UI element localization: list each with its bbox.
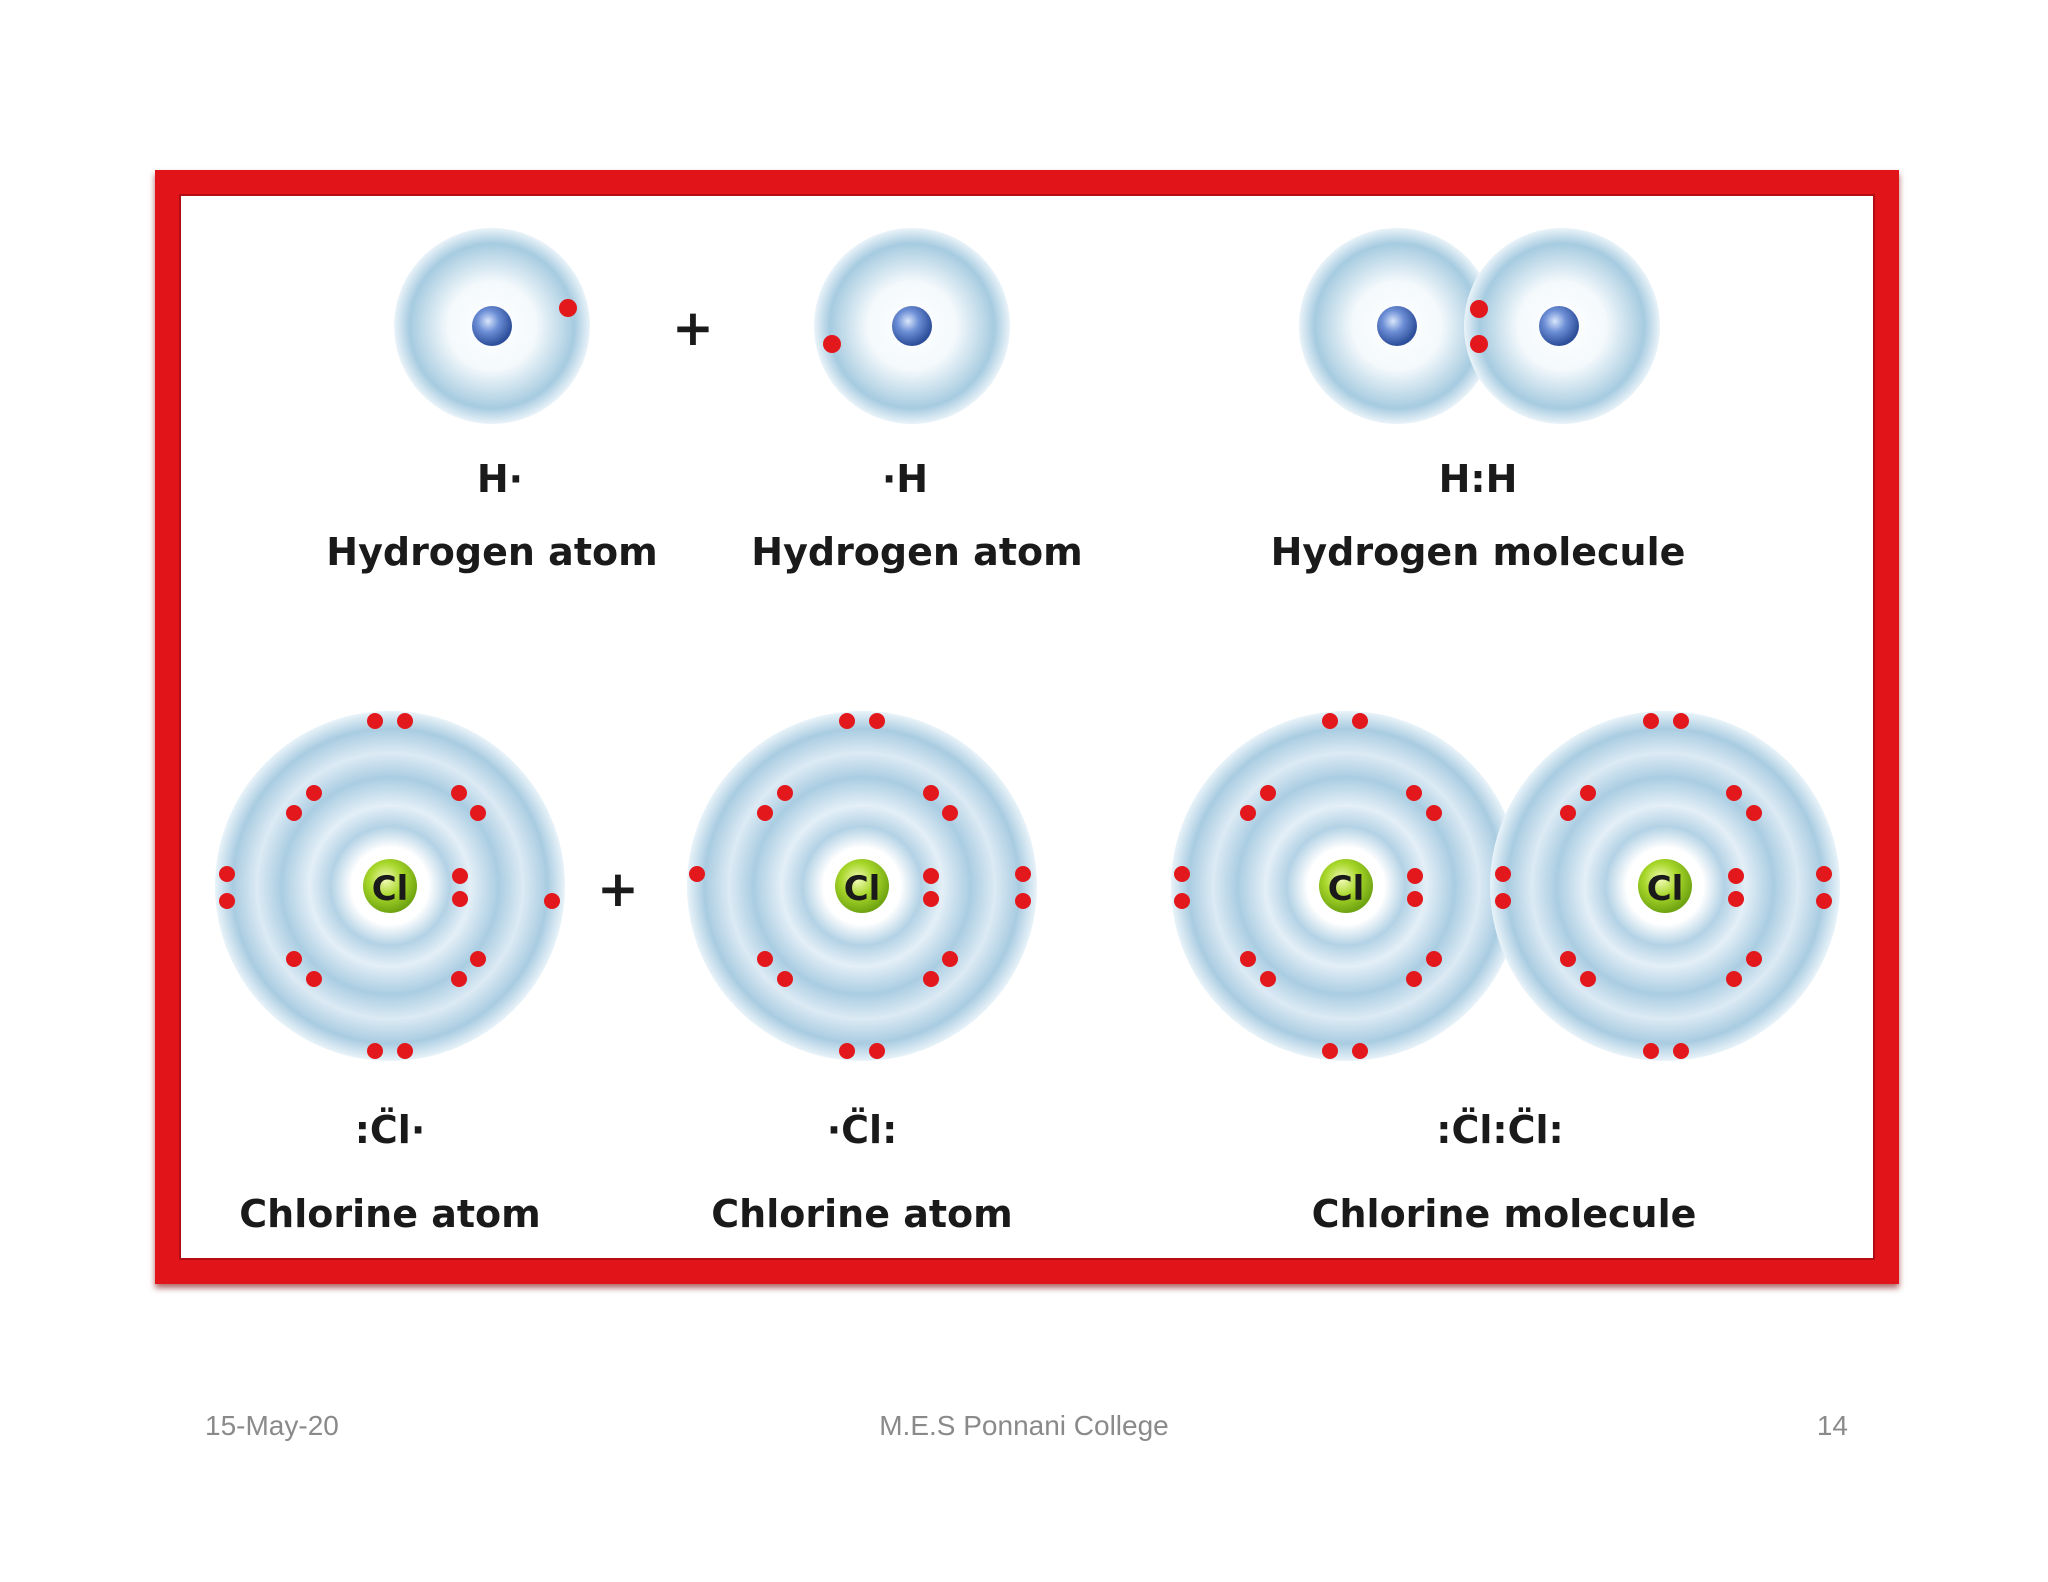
caption-hydrogen-molecule: Hydrogen molecule [1271, 530, 1686, 574]
shared-electron [1470, 300, 1488, 318]
shared-electron [1470, 335, 1488, 353]
chlorine-atom-left: Cl [215, 711, 565, 1061]
electrons [689, 713, 1031, 1059]
chlorine-atom-middle: Cl [687, 711, 1037, 1061]
caption-chlorine-atom-middle: Chlorine atom [711, 1192, 1012, 1236]
chlorine-nucleus [1319, 859, 1373, 913]
electron [823, 335, 841, 353]
footer-date: 15-May-20 [205, 1410, 339, 1441]
chlorine-nucleus-label: Cl [844, 869, 881, 909]
formula-hydrogen-molecule: H:H [1439, 457, 1518, 501]
footer-college-name: M.E.S Ponnani College [879, 1410, 1169, 1441]
chlorine-nucleus-label: Cl [1647, 869, 1684, 909]
caption-hydrogen-atom-left: Hydrogen atom [326, 530, 657, 574]
hydrogen-atom-middle [814, 228, 1010, 424]
hydrogen-molecule [1299, 228, 1660, 424]
electrons [1174, 713, 1832, 1059]
chlorine-nucleus-label: Cl [372, 869, 409, 909]
hydrogen-nucleus [472, 306, 512, 346]
formula-chlorine-left: :C̈l· [355, 1108, 426, 1152]
footer-page-number: 14 [1816, 1410, 1848, 1441]
electron [559, 299, 577, 317]
formula-hydrogen-middle: ·H [882, 457, 928, 501]
chlorine-nucleus-label: Cl [1328, 869, 1365, 909]
chlorine-nucleus [835, 859, 889, 913]
plus-sign-top: + [672, 299, 714, 357]
formula-chlorine-middle: ·C̈l: [827, 1108, 898, 1152]
formula-chlorine-molecule: :C̈l:C̈l: [1436, 1108, 1563, 1152]
hydrogen-nucleus [1377, 306, 1417, 346]
caption-chlorine-atom-left: Chlorine atom [239, 1192, 540, 1236]
chlorine-molecule: Cl Cl [1171, 711, 1840, 1061]
chlorine-nucleus [363, 859, 417, 913]
caption-chlorine-molecule: Chlorine molecule [1312, 1192, 1697, 1236]
caption-hydrogen-atom-middle: Hydrogen atom [751, 530, 1082, 574]
hydrogen-nucleus [1539, 306, 1579, 346]
formula-hydrogen-left: H· [477, 457, 523, 501]
electrons [219, 713, 560, 1059]
plus-sign-bottom: + [597, 860, 639, 918]
chlorine-nucleus [1638, 859, 1692, 913]
hydrogen-nucleus [892, 306, 932, 346]
hydrogen-atom-left [394, 228, 590, 424]
